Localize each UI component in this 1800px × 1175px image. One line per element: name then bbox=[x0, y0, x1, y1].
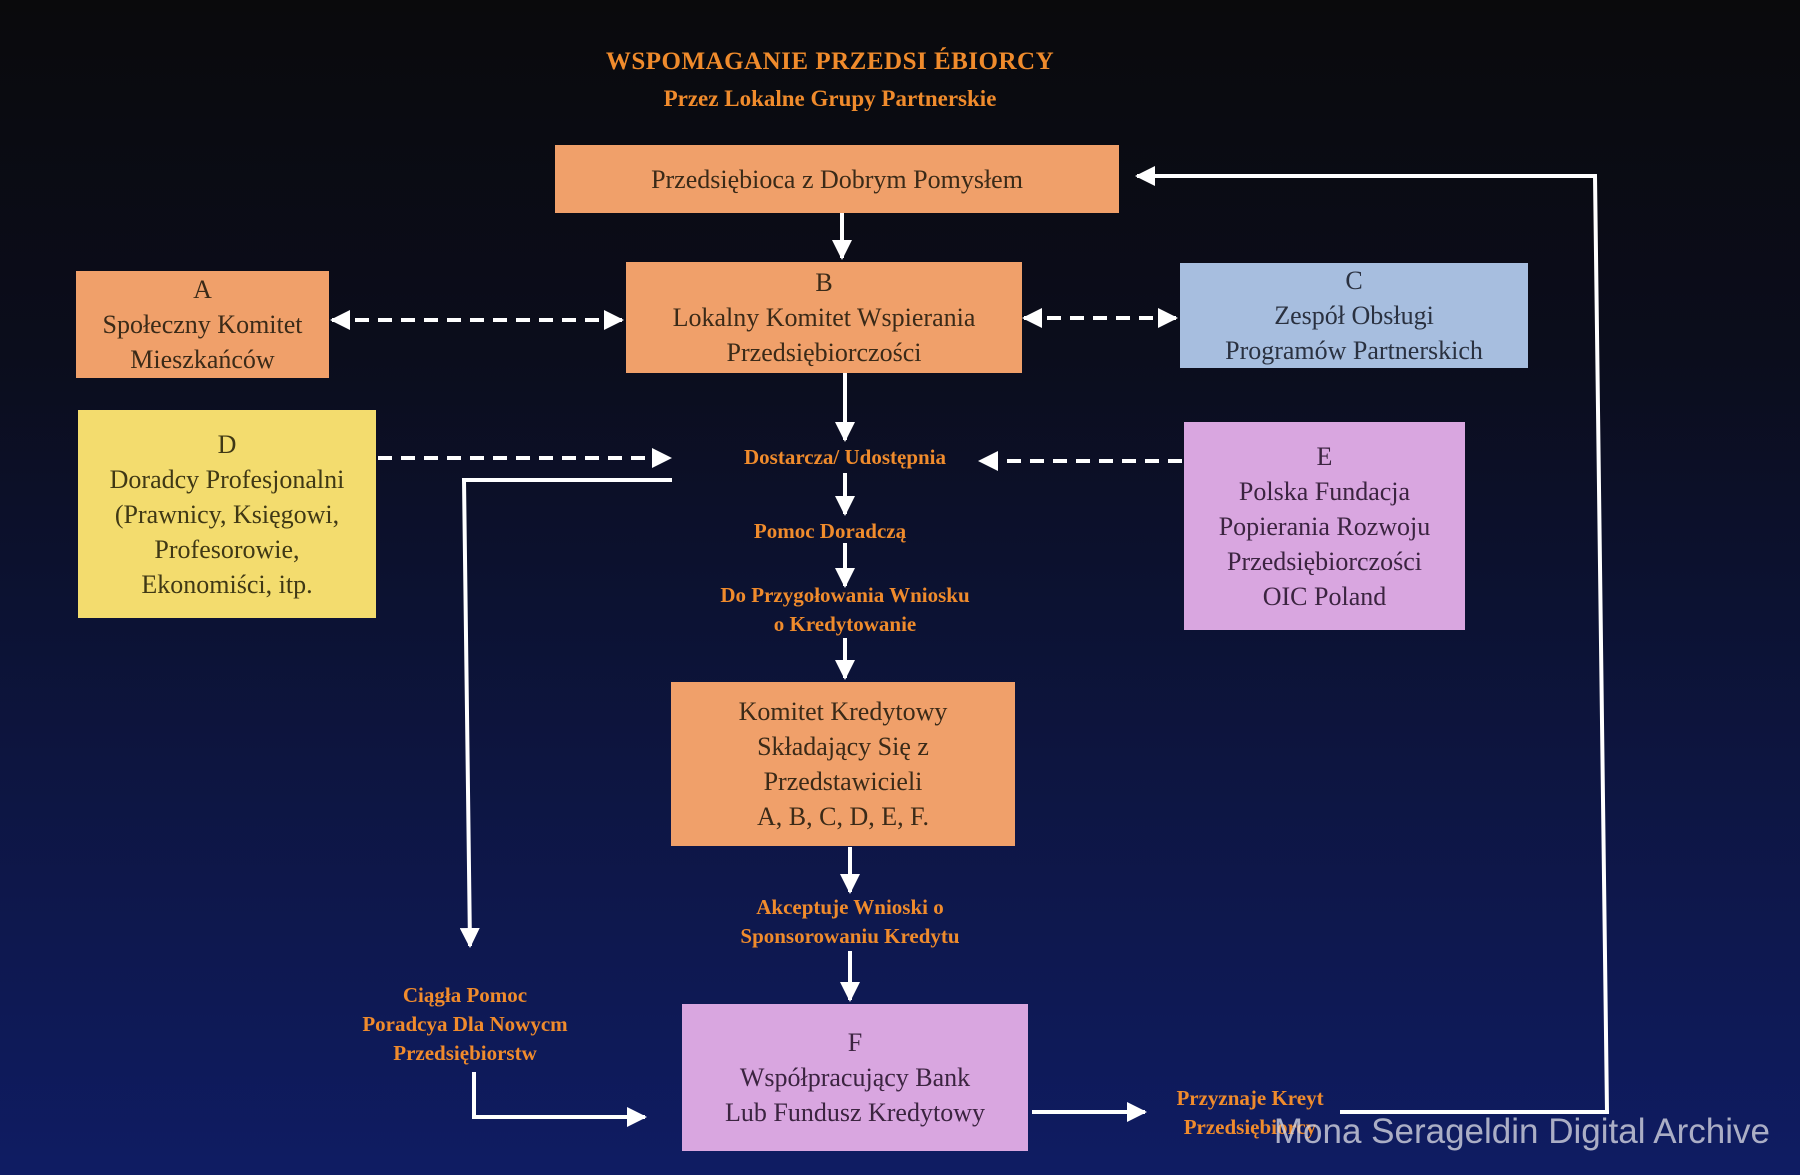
archive-watermark: Mona Serageldin Digital Archive bbox=[1273, 1112, 1770, 1151]
label-advisory-help: Pomoc Doradczą bbox=[753, 519, 907, 543]
box-f-line1: Współpracujący Bank bbox=[739, 1063, 971, 1092]
diagram-subtitle: Przez Lokalne Grupy Partnerskie bbox=[663, 86, 997, 111]
box-f-letter: F bbox=[847, 1028, 863, 1057]
box-c-partner-programs-team: C Zespół Obsługi Programów Partnerskich bbox=[1180, 263, 1528, 368]
box-b-line1: Lokalny Komitet Wspierania bbox=[672, 303, 976, 332]
box-d-line1: Doradcy Profesjonalni bbox=[109, 464, 345, 494]
box-d-line4: Ekonomiści, itp. bbox=[141, 569, 313, 599]
entrepreneur-box-text: Przedsiębioca z Dobrym Pomysłem bbox=[651, 164, 1023, 194]
box-b-letter: B bbox=[815, 268, 833, 297]
box-b-line2: Przedsiębiorczości bbox=[726, 338, 922, 367]
label-accepts-applications: Akceptuje Wnioski o Sponsorowaniu Kredyt… bbox=[740, 895, 960, 948]
box-e-letter: E bbox=[1316, 441, 1333, 471]
credit-committee-line2: Składający Się z bbox=[757, 732, 929, 761]
box-e-line1: Polska Fundacja bbox=[1238, 476, 1411, 506]
label-continuous-help: Ciągła Pomoc Poradcya Dla Nowycm Przedsi… bbox=[362, 983, 568, 1065]
credit-committee-box: Komitet Kredytowy Składający Się z Przed… bbox=[671, 682, 1015, 846]
box-e-polish-foundation: E Polska Fundacja Popierania Rozwoju Prz… bbox=[1184, 422, 1465, 630]
box-a-letter: A bbox=[193, 275, 212, 304]
arrow-continuous-to-f bbox=[472, 1072, 647, 1127]
box-c-line1: Zespół Obsługi bbox=[1274, 301, 1434, 330]
label-prepare-application: Do Przygołowania Wniosku o Kredytowanie bbox=[720, 583, 970, 636]
arrow-provides-to-continuous bbox=[459, 478, 672, 948]
box-e-line2: Popierania Rozwoju bbox=[1218, 511, 1431, 541]
credit-committee-line4: A, B, C, D, E, F. bbox=[757, 802, 929, 831]
diagram-title: WSPOMAGANIE PRZEDSI ÉBIORCY bbox=[605, 48, 1055, 75]
box-e-line4: OIC Poland bbox=[1262, 581, 1387, 611]
box-c-letter: C bbox=[1345, 266, 1363, 295]
box-a-line1: Społeczny Komitet bbox=[102, 310, 303, 339]
arrow-grants-to-entrepreneur bbox=[1135, 166, 1610, 1114]
box-a-line2: Mieszkańców bbox=[130, 345, 275, 374]
label-grants-credit: Przyznaje Kreyt Przedsiębiorcy bbox=[1176, 1086, 1324, 1139]
box-d-line3: Profesorowie, bbox=[154, 534, 300, 564]
box-f-line2: Lub Fundusz Kredytowy bbox=[725, 1098, 985, 1127]
box-d-professional-advisors: D Doradcy Profesjonalni (Prawnicy, Księg… bbox=[78, 410, 376, 618]
entrepreneur-box: Przedsiębioca z Dobrym Pomysłem bbox=[555, 145, 1119, 213]
box-a-community-committee: A Społeczny Komitet Mieszkańców bbox=[76, 271, 329, 378]
label-provides: Dostarcza/ Udostępnia bbox=[743, 445, 947, 469]
box-f-bank-or-credit-fund: F Współpracujący Bank Lub Fundusz Kredyt… bbox=[682, 1004, 1028, 1151]
box-d-letter: D bbox=[217, 429, 237, 459]
credit-committee-line1: Komitet Kredytowy bbox=[738, 697, 948, 726]
box-b-local-committee: B Lokalny Komitet Wspierania Przedsiębio… bbox=[626, 262, 1022, 373]
box-d-line2: (Prawnicy, Księgowi, bbox=[114, 499, 340, 529]
box-e-line3: Przedsiębiorczości bbox=[1227, 546, 1422, 576]
credit-committee-line3: Przedstawicieli bbox=[763, 767, 923, 796]
box-c-line2: Programów Partnerskich bbox=[1225, 336, 1483, 365]
